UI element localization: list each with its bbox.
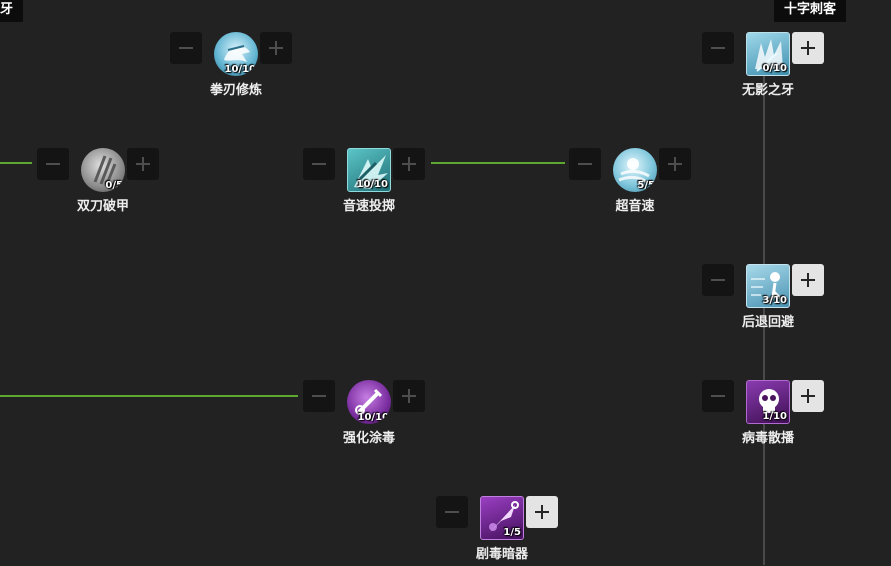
- skill-level: 10/10: [224, 64, 256, 75]
- sonic-throw-icon[interactable]: 10/10: [347, 148, 391, 192]
- skill-node-supersonic: 5/5 超音速: [555, 148, 715, 218]
- decrease-skill-button[interactable]: [569, 148, 601, 180]
- skill-name: 双刀破甲: [76, 199, 129, 214]
- decrease-skill-button[interactable]: [436, 496, 468, 528]
- supersonic-icon[interactable]: 5/5: [613, 148, 657, 192]
- skill-name: 拳刃修炼: [209, 83, 262, 98]
- decrease-skill-button[interactable]: [303, 380, 335, 412]
- skill-level: 1/10: [762, 411, 787, 422]
- skill-node-backstep: 3/10 后退回避: [688, 264, 848, 334]
- decrease-skill-button[interactable]: [702, 264, 734, 296]
- prerequisite-line: [0, 162, 32, 164]
- shadow-fang-icon[interactable]: 0/10: [746, 32, 790, 76]
- skill-name: 后退回避: [741, 315, 794, 330]
- skill-level: 1/5: [503, 527, 521, 538]
- decrease-skill-button[interactable]: [303, 148, 335, 180]
- skill-name: 无影之牙: [741, 83, 794, 98]
- skill-level: 0/10: [762, 63, 787, 74]
- increase-skill-button[interactable]: [659, 148, 691, 180]
- skill-level: 10/10: [356, 179, 388, 190]
- decrease-skill-button[interactable]: [702, 32, 734, 64]
- skill-node-dual-blade-break: 0/5 双刀破甲: [23, 148, 183, 218]
- skill-level: 10/10: [357, 412, 389, 423]
- skill-node-toxic-dart: 1/5 剧毒暗器: [422, 496, 582, 566]
- class-tag-left[interactable]: 牙: [0, 0, 24, 22]
- skill-name: 剧毒暗器: [475, 547, 528, 562]
- increase-skill-button[interactable]: [792, 264, 824, 296]
- skill-node-virus-spread: 1/10 病毒散播: [688, 380, 848, 450]
- skill-level: 5/5: [637, 180, 655, 191]
- skill-name: 病毒散播: [741, 431, 794, 446]
- dual-blade-armor-break-icon[interactable]: 0/5: [81, 148, 125, 192]
- skill-name: 超音速: [615, 199, 655, 214]
- decrease-skill-button[interactable]: [37, 148, 69, 180]
- backstep-evade-icon[interactable]: 3/10: [746, 264, 790, 308]
- skill-level: 0/5: [105, 180, 123, 191]
- skill-node-sonic-throw: 10/10 音速投掷: [289, 148, 449, 218]
- decrease-skill-button[interactable]: [170, 32, 202, 64]
- prerequisite-line: [0, 395, 298, 397]
- class-tag-assassin[interactable]: 十字刺客: [774, 0, 847, 22]
- prerequisite-line: [431, 162, 565, 164]
- toxic-dart-icon[interactable]: 1/5: [480, 496, 524, 540]
- virus-spread-icon[interactable]: 1/10: [746, 380, 790, 424]
- increase-skill-button[interactable]: [260, 32, 292, 64]
- increase-skill-button[interactable]: [393, 148, 425, 180]
- increase-skill-button[interactable]: [792, 380, 824, 412]
- increase-skill-button[interactable]: [393, 380, 425, 412]
- fist-blade-icon[interactable]: 10/10: [214, 32, 258, 76]
- skill-name: 音速投掷: [342, 199, 395, 214]
- skill-node-shadow-fang: 0/10 无影之牙: [688, 32, 848, 102]
- increase-skill-button[interactable]: [792, 32, 824, 64]
- poison-coat-icon[interactable]: 10/10: [347, 380, 391, 424]
- increase-skill-button[interactable]: [127, 148, 159, 180]
- skill-level: 3/10: [762, 295, 787, 306]
- decrease-skill-button[interactable]: [702, 380, 734, 412]
- skill-name: 强化涂毒: [342, 431, 395, 446]
- skill-node-fist-blade: 10/10 拳刃修炼: [156, 32, 316, 102]
- increase-skill-button[interactable]: [526, 496, 558, 528]
- skill-node-poison-coat: 10/10 强化涂毒: [289, 380, 449, 450]
